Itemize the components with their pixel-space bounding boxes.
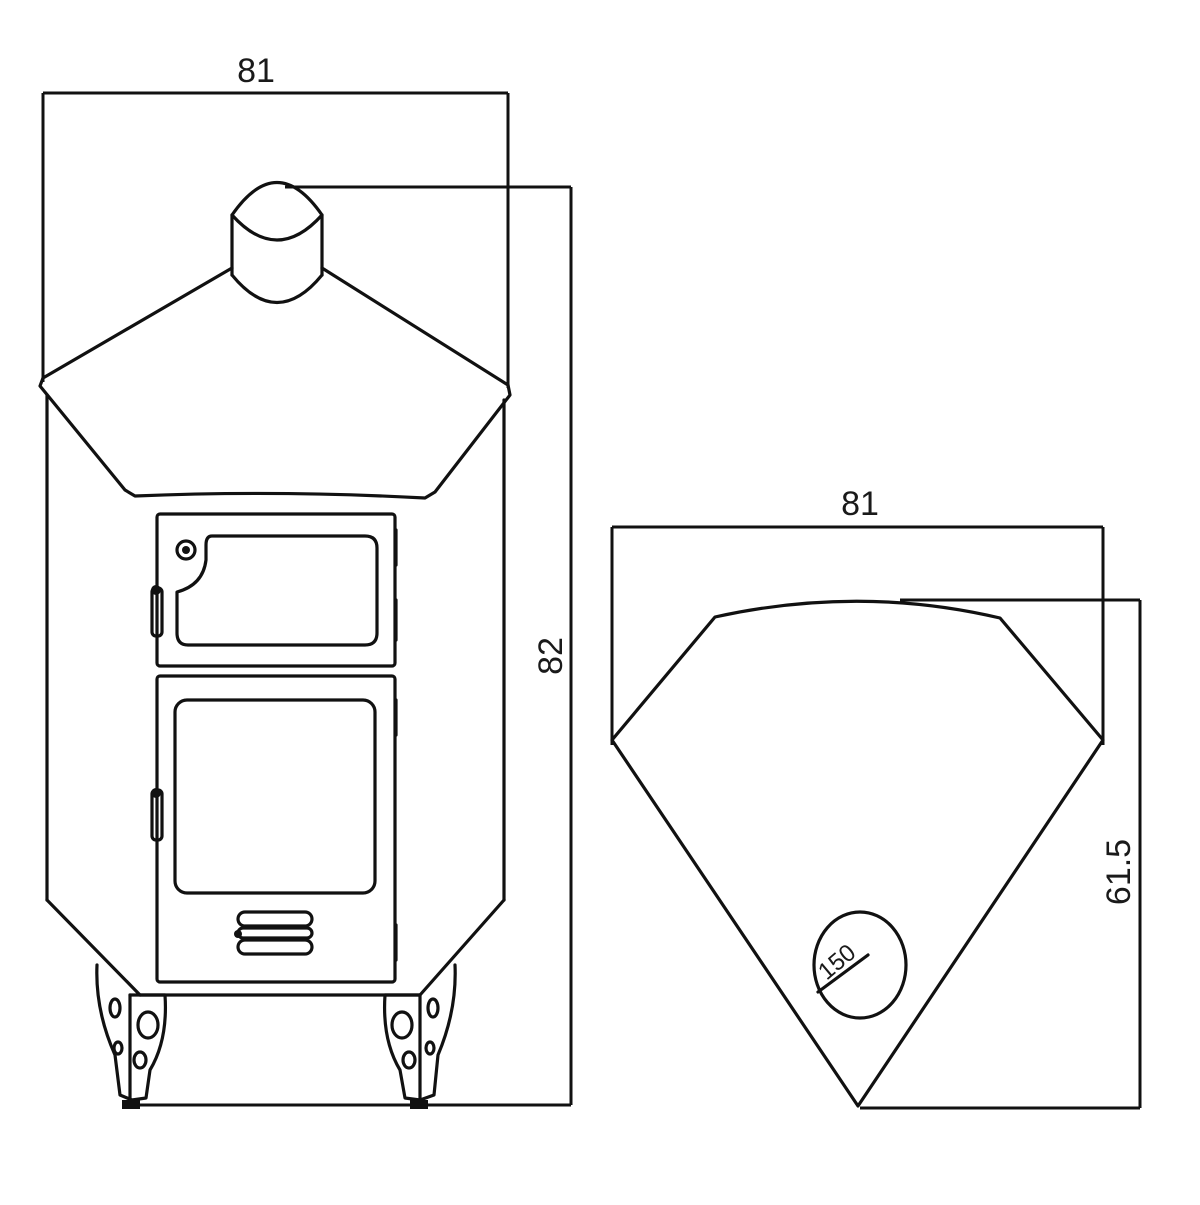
lower-door — [150, 674, 398, 984]
front-width-label: 81 — [237, 52, 275, 90]
upper-door — [150, 512, 398, 668]
air-control-knob — [175, 539, 197, 561]
front-width-dimension: 81 — [41, 52, 510, 388]
plan-width-dimension: 81 — [610, 485, 1105, 745]
stove-body — [45, 393, 506, 997]
upper-door-window — [175, 534, 379, 647]
right-leg — [135, 963, 457, 1109]
ash-vent — [234, 910, 314, 956]
hood — [38, 266, 512, 500]
lower-door-window — [173, 698, 377, 895]
left-leg — [95, 963, 168, 1109]
plan-view: 81 61.5 150 — [610, 485, 1142, 1110]
plan-depth-label: 61.5 — [1100, 839, 1138, 905]
front-height-dimension: 82 — [285, 185, 573, 1107]
plan-depth-dimension: 61.5 — [860, 598, 1142, 1110]
front-height-label: 82 — [532, 637, 570, 675]
chimney-collar — [230, 180, 324, 305]
plan-width-label: 81 — [841, 485, 879, 523]
flue-diameter-label: 150 — [813, 939, 861, 985]
plan-outline — [610, 599, 1105, 1108]
flue-opening: 150 — [812, 910, 908, 1020]
front-view: 81 82 — [38, 52, 573, 1109]
